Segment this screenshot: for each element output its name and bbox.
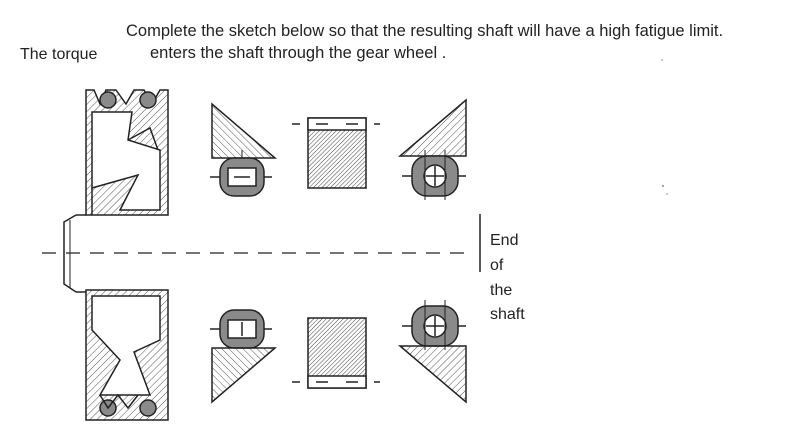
gear-wheel-lower xyxy=(85,289,169,421)
option-2-bottom xyxy=(292,317,380,389)
option-1-top xyxy=(210,102,278,197)
option-1-bottom xyxy=(210,309,278,404)
torque-label: The torque xyxy=(20,46,98,63)
end-of-shaft-label-1: End xyxy=(490,232,519,249)
end-of-shaft-label-4: shaft xyxy=(490,306,525,323)
option-3-top xyxy=(397,98,467,200)
end-of-shaft-label-2: of xyxy=(490,257,504,274)
instruction-line-1: Complete the sketch below so that the re… xyxy=(126,22,724,40)
gear-wheel-upper xyxy=(85,89,169,216)
option-3-bottom xyxy=(397,300,467,404)
option-2-top xyxy=(292,117,380,189)
shaft-end-left xyxy=(63,214,86,293)
end-of-shaft-label-3: the xyxy=(490,282,513,299)
instruction-line-2: enters the shaft through the gear wheel … xyxy=(150,44,447,62)
